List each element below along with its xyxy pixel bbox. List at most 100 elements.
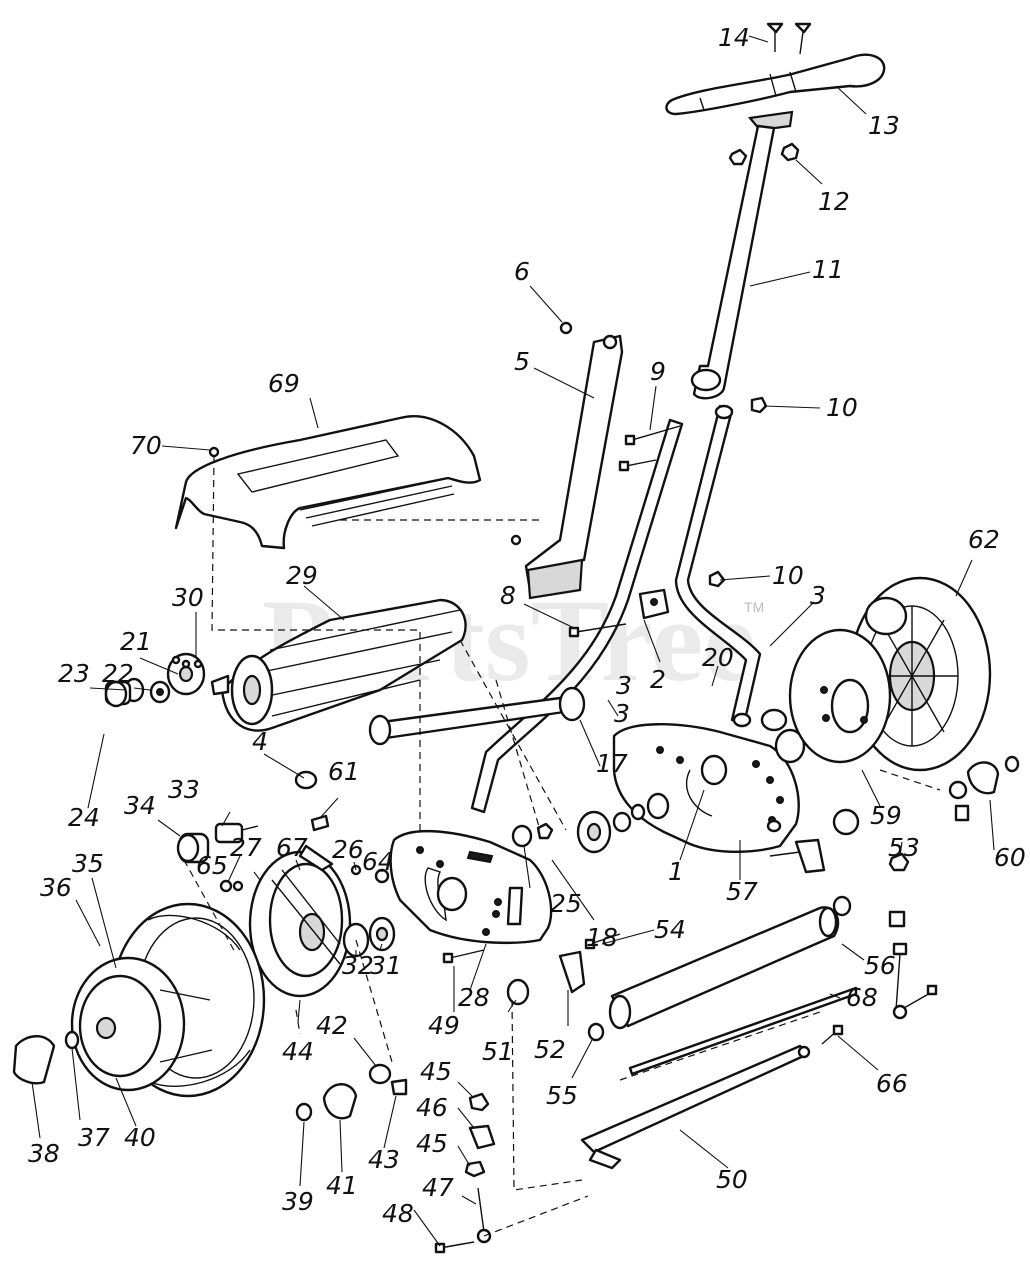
lower-handle-left-bar — [470, 418, 684, 814]
callout-10-lower: 10 — [772, 561, 804, 590]
callout-67: 67 — [276, 833, 308, 862]
callout-60: 60 — [994, 843, 1026, 872]
callout-28: 28 — [458, 983, 490, 1012]
callout-70: 70 — [130, 431, 162, 460]
grass-shield — [174, 415, 482, 550]
upper-handle-tube — [690, 124, 776, 400]
callout-21: 21 — [120, 627, 152, 656]
callout-13: 13 — [868, 111, 900, 140]
callout-45-upper: 45 — [420, 1057, 452, 1086]
handle-bolts — [510, 321, 768, 638]
callout-4: 4 — [252, 727, 268, 756]
callout-41: 41 — [326, 1171, 358, 1200]
callout-24: 24 — [68, 803, 100, 832]
callout-61: 61 — [328, 757, 360, 786]
right-plate-bearings — [576, 708, 806, 854]
callout-40: 40 — [124, 1123, 156, 1152]
watermark-trademark: TM — [744, 599, 764, 615]
callout-18: 18 — [586, 923, 618, 952]
left-side-plate — [389, 829, 553, 945]
callout-54: 54 — [654, 915, 686, 944]
callout-51: 51 — [482, 1037, 514, 1066]
left-wheel-hub-parts — [12, 1030, 408, 1122]
roller-shaft — [628, 986, 858, 1076]
callout-3-low: 3 — [614, 699, 630, 728]
callout-5: 5 — [514, 347, 530, 376]
callout-27: 27 — [230, 833, 262, 862]
callout-66: 66 — [876, 1069, 908, 1098]
height-adjust-parts — [434, 852, 938, 1254]
callout-12: 12 — [818, 187, 850, 216]
callout-23: 23 — [58, 659, 90, 688]
left-drive-gear-ring — [248, 844, 352, 998]
left-pinion-parts — [342, 864, 396, 958]
callout-31: 31 — [370, 951, 402, 980]
callout-37: 37 — [78, 1123, 110, 1152]
right-wheel-hub-parts — [948, 755, 1020, 822]
callout-20: 20 — [702, 643, 734, 672]
callout-9: 9 — [650, 357, 666, 386]
callout-59: 59 — [870, 801, 902, 830]
right-side-plate — [612, 723, 800, 853]
lower-handle-right-bar — [674, 404, 762, 728]
callout-33: 33 — [168, 775, 200, 804]
rear-roller — [608, 895, 852, 1030]
callout-25: 25 — [550, 889, 582, 918]
callout-57: 57 — [726, 877, 758, 906]
handle-grip — [665, 53, 886, 132]
callout-49: 49 — [428, 1011, 460, 1040]
callout-22: 22 — [102, 659, 134, 688]
callout-43: 43 — [368, 1145, 400, 1174]
callout-10-upper: 10 — [826, 393, 858, 422]
left-small-parts — [176, 770, 330, 893]
callout-62: 62 — [968, 525, 1000, 554]
right-wheel — [788, 576, 992, 772]
left-wheel — [70, 902, 266, 1098]
callout-32: 32 — [342, 951, 374, 980]
callout-11: 11 — [812, 255, 844, 284]
callout-68: 68 — [846, 983, 878, 1012]
callout-35: 35 — [72, 849, 104, 878]
reel-assembly — [210, 598, 467, 732]
callout-69: 69 — [268, 369, 300, 398]
callout-48: 48 — [382, 1199, 414, 1228]
callout-55: 55 — [546, 1081, 578, 1110]
callout-53: 53 — [888, 833, 920, 862]
callout-6: 6 — [514, 257, 530, 286]
assembly-lines — [183, 455, 941, 1237]
bed-knife-bar — [580, 1044, 811, 1170]
callout-64: 64 — [362, 847, 394, 876]
callout-26: 26 — [332, 835, 364, 864]
handle-screws — [766, 22, 812, 55]
handle-bracket — [638, 588, 670, 620]
callout-1: 1 — [668, 857, 684, 886]
callout-labels: 14 13 12 11 6 5 9 10 10 8 3 62 20 2 3 3 … — [28, 23, 1026, 1228]
callout-42: 42 — [316, 1011, 348, 1040]
handle-brace — [524, 334, 624, 600]
handle-nuts — [728, 142, 800, 166]
callout-39: 39 — [282, 1187, 314, 1216]
axle-shaft — [368, 686, 586, 746]
callout-17: 17 — [596, 749, 628, 778]
callout-8: 8 — [500, 581, 516, 610]
callout-3-right: 3 — [810, 581, 826, 610]
callout-56: 56 — [864, 951, 896, 980]
callout-29: 29 — [286, 561, 318, 590]
callout-44: 44 — [282, 1037, 314, 1066]
callout-47: 47 — [422, 1173, 454, 1202]
callout-52: 52 — [534, 1035, 566, 1064]
callout-65: 65 — [196, 851, 228, 880]
roller-bracket-parts — [442, 808, 860, 1042]
leader-lines — [31, 35, 995, 1247]
reel-bearing-parts — [104, 652, 206, 708]
callout-45-lower: 45 — [416, 1129, 448, 1158]
callout-14: 14 — [718, 23, 750, 52]
callout-30: 30 — [172, 583, 204, 612]
callout-34: 34 — [124, 791, 156, 820]
callout-38: 38 — [28, 1139, 60, 1168]
callout-2: 2 — [650, 665, 666, 694]
callout-3-mid: 3 — [616, 671, 632, 700]
callout-50: 50 — [716, 1165, 748, 1194]
callout-36: 36 — [40, 873, 72, 902]
